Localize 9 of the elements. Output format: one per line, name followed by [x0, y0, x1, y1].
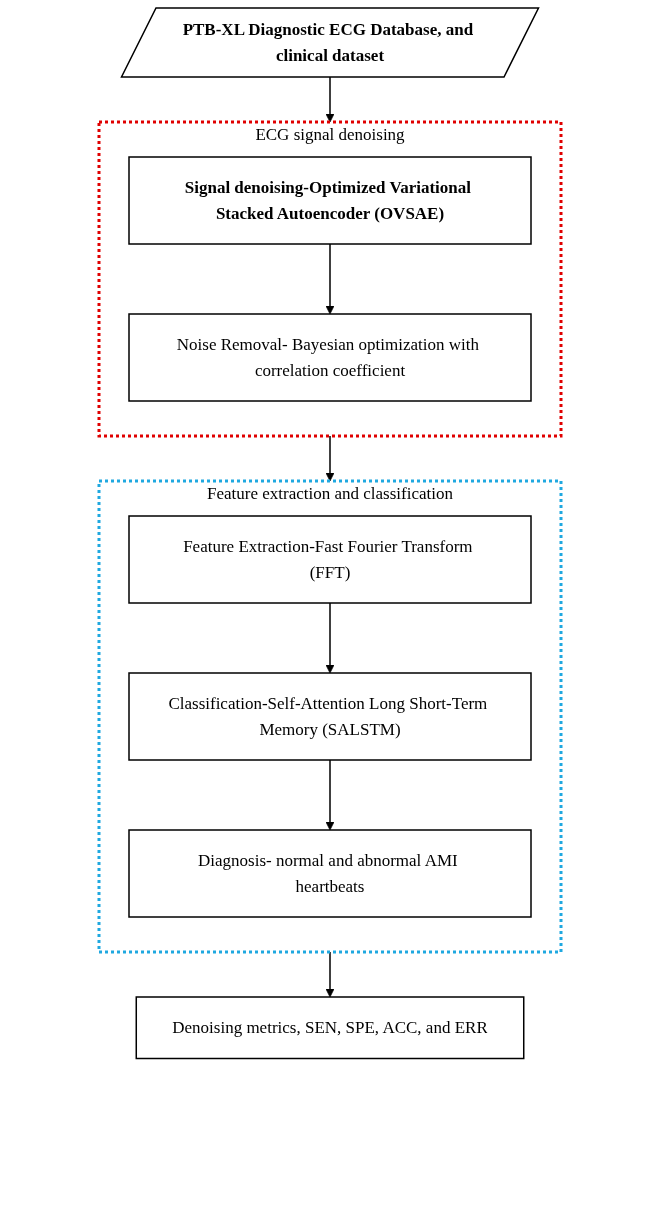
node-box: Classification-Self-Attention Long Short-Term Memory (SALSTM)	[128, 672, 532, 761]
node-box: Feature Extraction-Fast Fourier Transform (FFT)	[128, 515, 532, 604]
node-box: Signal denoising-Optimized Variational Stacked Autoencoder (OVSAE)	[128, 156, 532, 245]
arrow	[325, 759, 335, 831]
arrow	[325, 602, 335, 674]
arrow	[325, 243, 335, 315]
node-box: Diagnosis- normal and abnormal AMI heartbeats	[128, 829, 532, 918]
node-box: Noise Removal- Bayesian optimization with correlation coefficient	[128, 313, 532, 402]
node-box: Denoising metrics, SEN, SPE, ACC, and ERR	[135, 996, 525, 1060]
